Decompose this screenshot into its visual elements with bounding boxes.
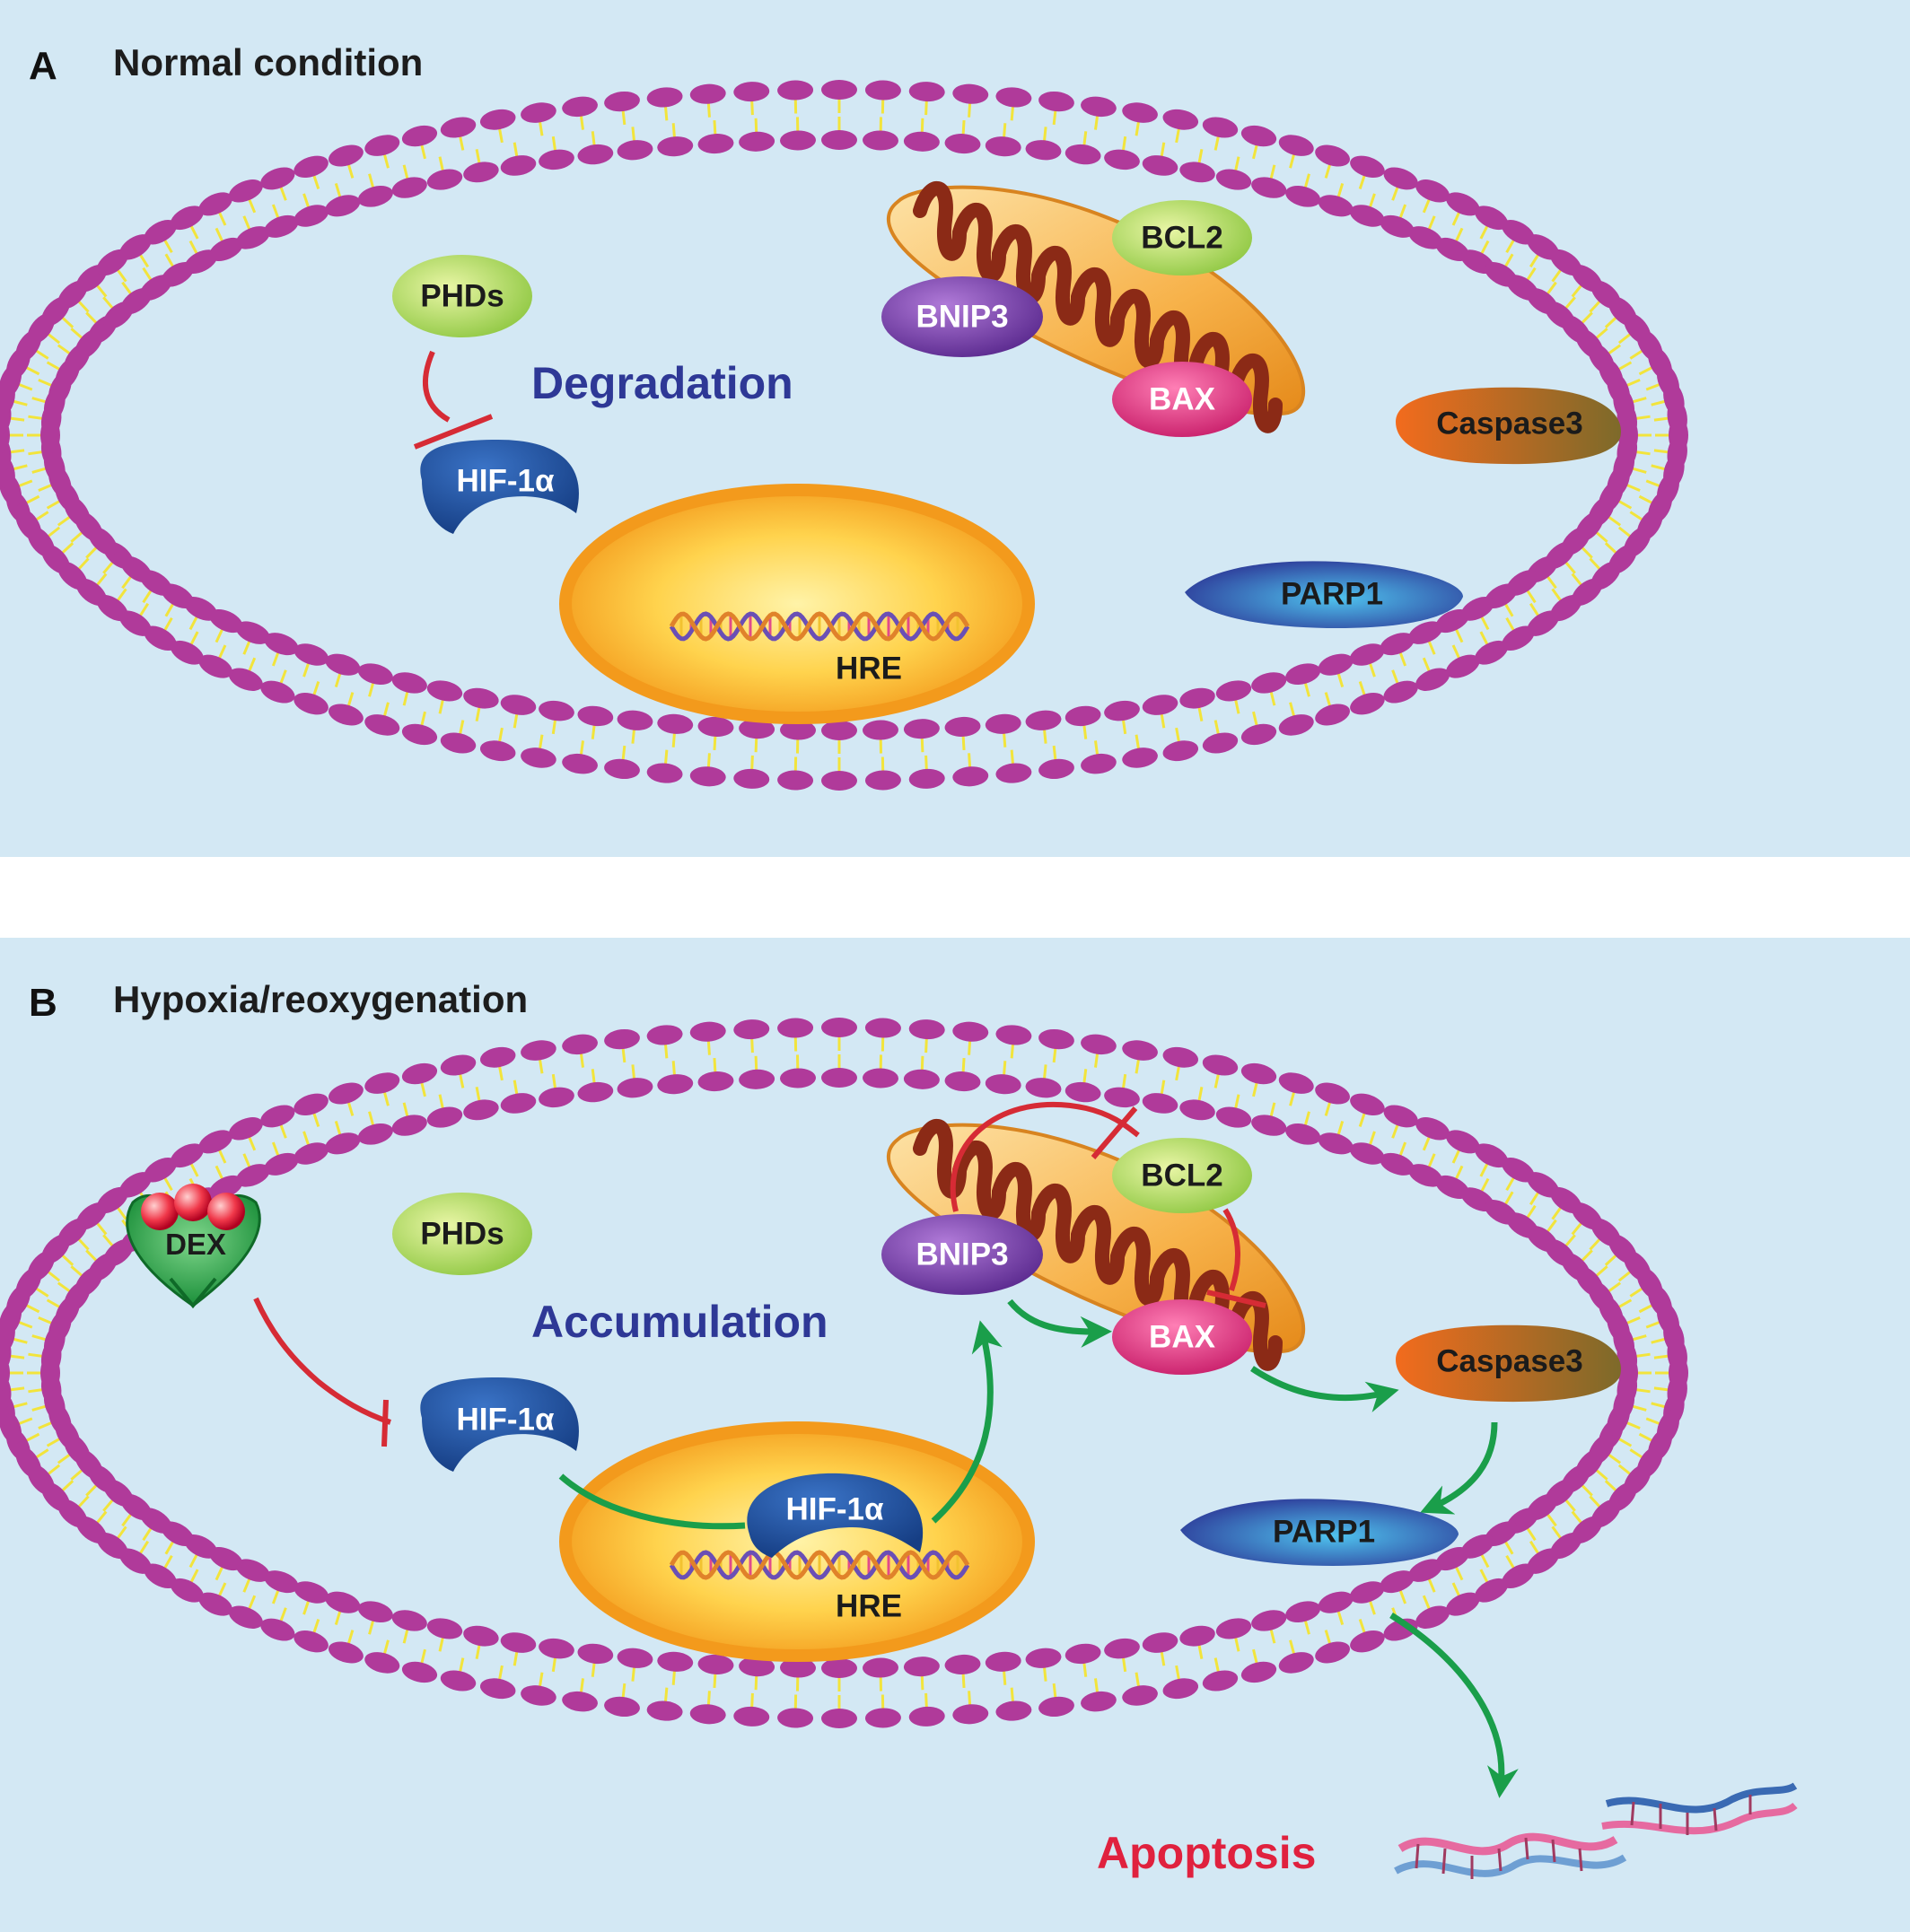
bnip3-a — [881, 276, 1043, 357]
inhibition-bar-hif — [381, 1399, 389, 1447]
bax-label-a: BAX — [1149, 382, 1216, 417]
apoptosis-label: Apoptosis — [1097, 1828, 1316, 1878]
arrow-hif-to-nucleus — [558, 1473, 746, 1530]
hre-label-b: HRE — [836, 1589, 902, 1624]
parp1-label-b: PARP1 — [1273, 1515, 1375, 1550]
phds-b — [392, 1193, 532, 1275]
hre-label-a: HRE — [836, 651, 902, 686]
dex-label: DEX — [165, 1228, 226, 1261]
bcl2-b — [1112, 1138, 1252, 1213]
bax-label-b: BAX — [1149, 1320, 1216, 1355]
bnip3-label-b: BNIP3 — [916, 1237, 1008, 1272]
parp1-label-a: PARP1 — [1281, 577, 1383, 612]
hif-1a-nucleus — [747, 1473, 924, 1558]
caspase3-a — [1396, 387, 1621, 465]
degradation-label: Degradation — [531, 358, 793, 408]
nucleus-b — [559, 1421, 1035, 1662]
dex-receptor — [126, 1184, 261, 1309]
bax-a — [1112, 362, 1252, 437]
accumulation-label: Accumulation — [531, 1297, 828, 1347]
caspase3-label-a: Caspase3 — [1436, 407, 1582, 441]
inhibition-bar-bax — [1206, 1289, 1266, 1308]
hif-nucleus-label: HIF-1α — [785, 1492, 884, 1527]
cell-membrane-b — [0, 1018, 1688, 1728]
arrow-parp1-to-apoptosis — [1389, 1613, 1519, 1798]
phds-label-b: PHDs — [420, 1217, 504, 1252]
caspase3-b — [1396, 1324, 1621, 1403]
hif-1a-b — [420, 1377, 579, 1472]
parp1-b — [1180, 1499, 1459, 1566]
phds-label-a: PHDs — [420, 279, 504, 314]
panel-b-title: Hypoxia/reoxygenation — [113, 978, 528, 1020]
hif-label-a: HIF-1α — [456, 464, 555, 499]
dna-helix-a — [669, 611, 970, 642]
hif-1a-a — [420, 440, 579, 534]
bnip3-label-a: BNIP3 — [916, 300, 1008, 335]
inhibition-phds-hif-a — [422, 350, 451, 423]
arrow-nucleus-to-bnip3 — [931, 1320, 1003, 1524]
cell-membrane-a — [0, 80, 1688, 791]
panel-a-title: Normal condition — [113, 41, 423, 83]
bcl2-a — [1112, 200, 1252, 275]
arrow-bnip3-to-bax — [1007, 1298, 1112, 1348]
bax-b — [1112, 1299, 1252, 1375]
bcl2-label-b: BCL2 — [1141, 1158, 1222, 1193]
panel-b-letter: B — [29, 981, 57, 1025]
inhibition-bar-a — [413, 414, 494, 450]
nucleus-a — [559, 484, 1035, 724]
arrow-caspase3-to-parp1 — [1420, 1421, 1498, 1515]
bnip3-b — [881, 1214, 1043, 1295]
panel-a-letter: A — [29, 44, 57, 88]
inhibition-bar-bcl2 — [1091, 1106, 1138, 1159]
inhibition-dex-hif — [253, 1297, 391, 1425]
caspase3-label-b: Caspase3 — [1436, 1344, 1582, 1379]
bcl2-label-a: BCL2 — [1141, 221, 1222, 256]
parp1-a — [1185, 561, 1463, 628]
arrow-bax-to-caspase3 — [1250, 1366, 1399, 1412]
fragmented-dna — [1394, 1782, 1798, 1879]
phds-a — [392, 255, 532, 337]
inhibition-bcl2-bax — [1222, 1208, 1240, 1291]
hif-label-b: HIF-1α — [456, 1403, 555, 1438]
dna-helix-b — [669, 1550, 970, 1580]
